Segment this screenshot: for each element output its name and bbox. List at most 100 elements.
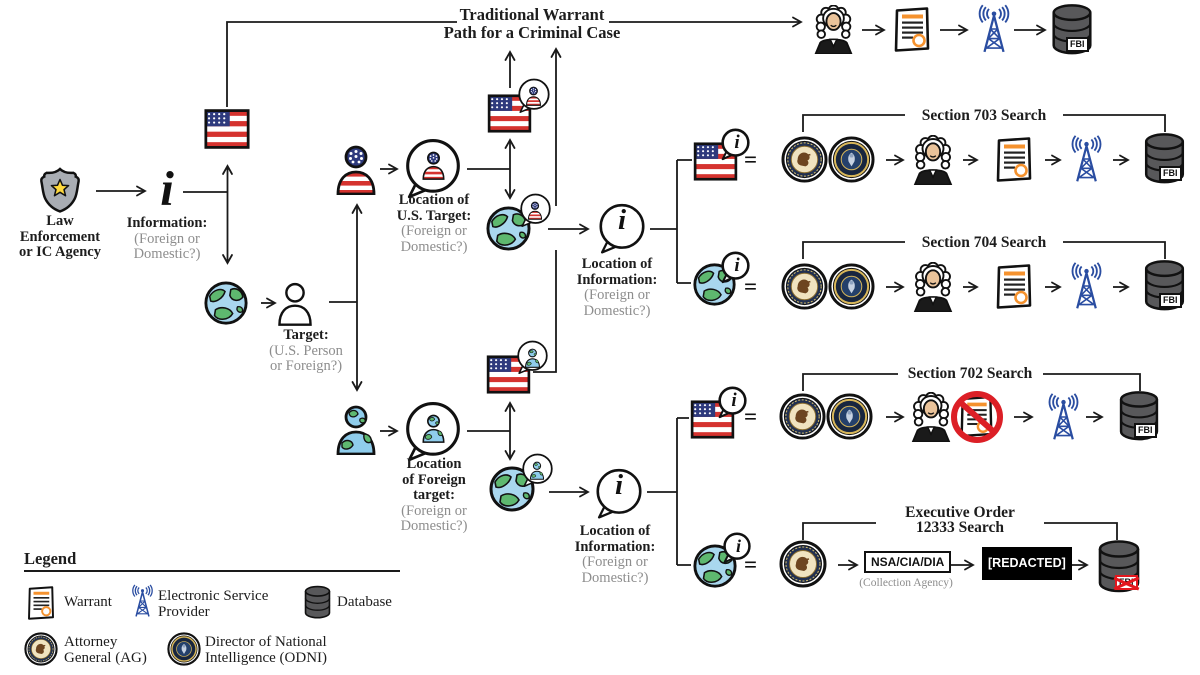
- foreign-person-icon: [334, 405, 378, 455]
- warrant-icon: [994, 262, 1034, 311]
- foreign-person-icon: [524, 348, 541, 368]
- location-info-upper-label: Location of Information: (Foreign or Dom…: [576, 256, 658, 319]
- legend-ag-label: Attorney General (AG): [64, 634, 147, 666]
- loc-info-sub2: Domestic?): [583, 302, 651, 319]
- legend-title: Legend: [24, 549, 77, 568]
- esp-antenna-icon: [974, 4, 1014, 54]
- us-target-label: Location of U.S. Target: (Foreign or Dom…: [396, 192, 472, 255]
- info-glyph: i: [160, 161, 174, 216]
- traditional-warrant-title: Traditional Warrant Path for a Criminal …: [444, 6, 621, 42]
- agency-label: Law Enforcement or IC Agency: [19, 213, 101, 261]
- us-person-icon: [525, 86, 542, 106]
- ag-seal-icon: [779, 540, 827, 588]
- equals-sign: =: [744, 274, 758, 299]
- us-target-line1: Location of: [398, 192, 470, 208]
- equals-sign: =: [744, 552, 758, 577]
- legend-ag-line2: General (AG): [64, 650, 147, 666]
- fbi-tag: FBI: [1134, 423, 1157, 438]
- us-target-sub2: Domestic?): [400, 238, 468, 255]
- warrant-icon: [26, 585, 56, 621]
- section-703-header: Section 703 Search: [918, 108, 1050, 123]
- info-glyph: i: [614, 469, 624, 501]
- information-label: Information: (Foreign or Domestic?): [126, 215, 208, 263]
- legend-odni-line2: Intelligence (ODNI): [205, 650, 328, 666]
- equals-sign: =: [744, 147, 758, 172]
- information-sub1: (Foreign or: [134, 230, 200, 247]
- us-flag-icon: [204, 108, 250, 150]
- foreign-target-sub2: Domestic?): [400, 518, 468, 534]
- odni-seal-icon: [828, 263, 875, 310]
- legend-esp-line1: Electronic Service: [158, 588, 269, 604]
- legend-database-label: Database: [337, 594, 392, 610]
- eo-header-line1: Executive Order: [905, 504, 1015, 521]
- information-sub2: Domestic?): [133, 246, 201, 262]
- legend-esp-label: Electronic Service Provider: [158, 588, 268, 620]
- judge-icon: [912, 262, 954, 312]
- section-702-header: Section 702 Search: [904, 366, 1036, 381]
- loc-info-sub1: (Foreign or: [582, 554, 648, 570]
- us-person-icon: [421, 151, 446, 180]
- target-sub1: (U.S. Person: [269, 342, 343, 359]
- judge-icon: [812, 5, 855, 54]
- foreign-person-icon: [421, 414, 446, 443]
- odni-seal-icon: [826, 393, 873, 440]
- fbi-tag: FBI: [1066, 37, 1089, 52]
- foreign-target-line1: Location: [406, 456, 462, 472]
- collection-agency-box: NSA/CIA/DIA: [864, 551, 952, 573]
- info-glyph: i: [734, 132, 740, 153]
- collection-agency-sub: (Collection Agency): [859, 577, 953, 589]
- us-target-sub1: (Foreign or: [401, 223, 467, 239]
- no-warrant-icon: [950, 390, 1004, 444]
- agency-line3: or IC Agency: [19, 244, 101, 260]
- legend-odni-label: Director of National Intelligence (ODNI): [205, 634, 327, 666]
- fbi-tag-crossed: FBI: [1113, 575, 1139, 591]
- esp-antenna-icon: [1044, 392, 1083, 442]
- title-line1: Traditional Warrant: [459, 5, 605, 24]
- legend-esp-line2: Provider: [158, 604, 210, 620]
- ag-seal-icon: [781, 136, 828, 183]
- warrant-icon: [994, 135, 1034, 184]
- foreign-target-sub1: (Foreign or: [401, 502, 467, 519]
- legend-ag-line1: Attorney: [64, 634, 118, 650]
- loc-info-line2: Information:: [574, 538, 656, 555]
- judge-icon: [912, 135, 954, 185]
- info-glyph: i: [735, 536, 741, 556]
- person-icon: [276, 282, 314, 326]
- target-title: Target:: [283, 327, 329, 343]
- loc-info-line1: Location of: [579, 523, 651, 539]
- fbi-tag: FBI: [1159, 293, 1182, 308]
- loc-info-line2: Information:: [576, 271, 658, 288]
- target-sub2: or Foreign?): [269, 358, 343, 374]
- loc-info-sub2: Domestic?): [581, 569, 649, 586]
- loc-info-line1: Location of: [581, 256, 653, 272]
- judge-icon: [910, 392, 952, 442]
- esp-antenna-icon: [1067, 261, 1106, 311]
- loc-info-sub1: (Foreign or: [584, 287, 650, 303]
- info-glyph: i: [731, 390, 737, 411]
- database-icon: [303, 585, 332, 619]
- fbi-tag: FBI: [1159, 166, 1182, 181]
- equals-sign: =: [744, 404, 758, 429]
- info-glyph: i: [617, 204, 627, 236]
- odni-seal-icon: [167, 632, 201, 666]
- agency-line1: Law: [46, 213, 74, 229]
- esp-antenna-icon: [1067, 134, 1106, 184]
- globe-icon: [203, 280, 249, 326]
- ag-seal-icon: [781, 263, 828, 310]
- us-person-icon: [334, 145, 378, 195]
- redacted-box: [REDACTED]: [982, 547, 1072, 580]
- law-enforcement-badge-icon: [39, 167, 81, 213]
- legend-odni-line1: Director of National: [205, 634, 327, 650]
- foreign-target-line3: target:: [413, 487, 455, 503]
- warrant-icon: [892, 5, 932, 54]
- target-label: Target: (U.S. Person or Foreign?): [269, 327, 343, 375]
- ag-seal-icon: [779, 393, 826, 440]
- ag-seal-icon: [24, 632, 58, 666]
- foreign-person-icon: [529, 461, 545, 480]
- eo-header-line2: 12333 Search: [916, 519, 1004, 536]
- us-target-line2: U.S. Target:: [396, 207, 472, 224]
- legend-warrant-label: Warrant: [64, 594, 112, 610]
- us-person-icon: [527, 201, 543, 220]
- information-title: Information:: [126, 215, 208, 231]
